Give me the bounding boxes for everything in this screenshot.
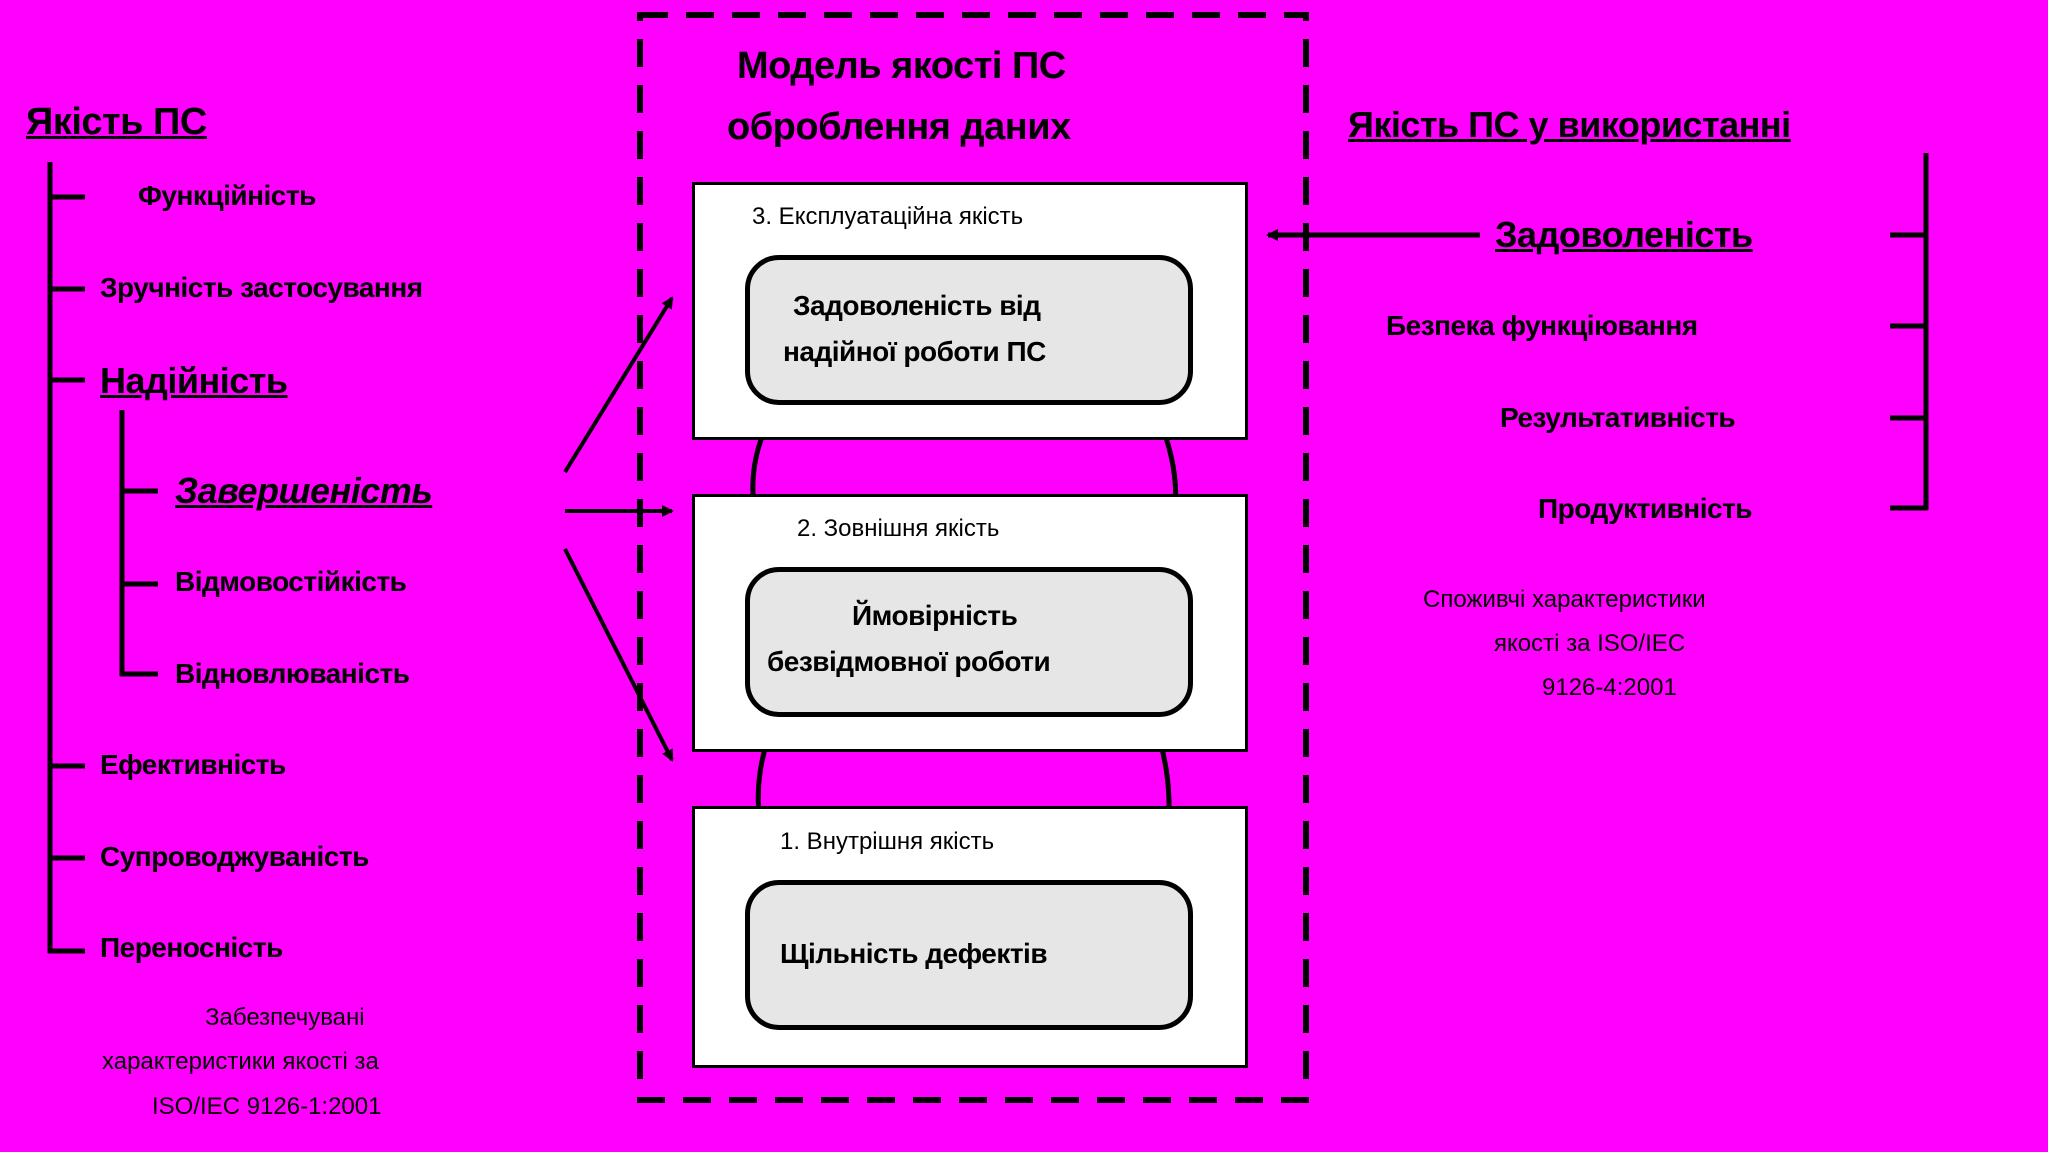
left-item-reliability: Надійність — [100, 360, 288, 401]
left-footnote-line2: характеристики якості за — [102, 1048, 379, 1075]
left-footnote-line1: Забезпечувані — [205, 1004, 365, 1031]
left-title: Якість ПС — [26, 101, 207, 143]
left-item-fault-tolerance: Відмовостійкість — [175, 566, 407, 597]
left-item-functionality: Функційність — [138, 180, 316, 211]
left-item-portability: Переносність — [100, 932, 283, 963]
center-title-line2: оброблення даних — [727, 106, 1071, 148]
center-title-line1: Модель якості ПС — [737, 45, 1066, 87]
pill-defect-density — [745, 880, 1193, 1030]
dashed-frame — [637, 12, 1309, 1103]
left-item-maintainability: Супроводжуваність — [100, 841, 369, 872]
left-fan-arrows — [563, 296, 674, 762]
left-footnote-line3: ISO/IEC 9126-1:2001 — [152, 1093, 382, 1120]
right-footnote-line1: Споживчі характеристики — [1423, 586, 1706, 613]
box-external-quality-label: 2. Зовнішня якість — [797, 515, 1000, 542]
left-item-efficiency: Ефективність — [100, 749, 286, 780]
right-bracket-lines — [1890, 153, 1929, 511]
left-item-completeness: Завершеність — [175, 470, 433, 511]
right-footnote-line3: 9126-4:2001 — [1542, 674, 1677, 701]
pill-satisfaction-line1: Задоволеність від — [793, 290, 1041, 321]
pill-satisfaction-reliability — [745, 255, 1193, 405]
right-footnote-line2: якості за ISO/IEC — [1494, 630, 1686, 657]
right-title: Якість ПС у використанні — [1348, 104, 1791, 145]
right-item-productivity: Продуктивність — [1538, 493, 1753, 524]
pill-probability-line2: безвідмовної роботи — [767, 646, 1051, 677]
right-item-effectiveness: Результативність — [1500, 402, 1736, 433]
box-operational-quality-label: 3. Експлуатаційна якість — [752, 203, 1024, 230]
pill-satisfaction-line2: надійної роботи ПС — [783, 336, 1046, 367]
right-item-satisfaction: Задоволеність — [1495, 214, 1753, 255]
box-internal-quality-label: 1. Внутрішня якість — [780, 828, 995, 855]
pill-failure-free-probability — [745, 567, 1193, 717]
right-item-safety: Безпека функціювання — [1386, 310, 1698, 341]
left-item-usability: Зручність застосування — [100, 272, 423, 303]
left-item-recoverability: Відновлюваність — [175, 658, 410, 689]
pill-probability-line1: Ймовірність — [852, 600, 1018, 631]
pill-defect-density-line1: Щільність дефектів — [780, 938, 1048, 969]
left-tree-lines — [47, 162, 158, 954]
